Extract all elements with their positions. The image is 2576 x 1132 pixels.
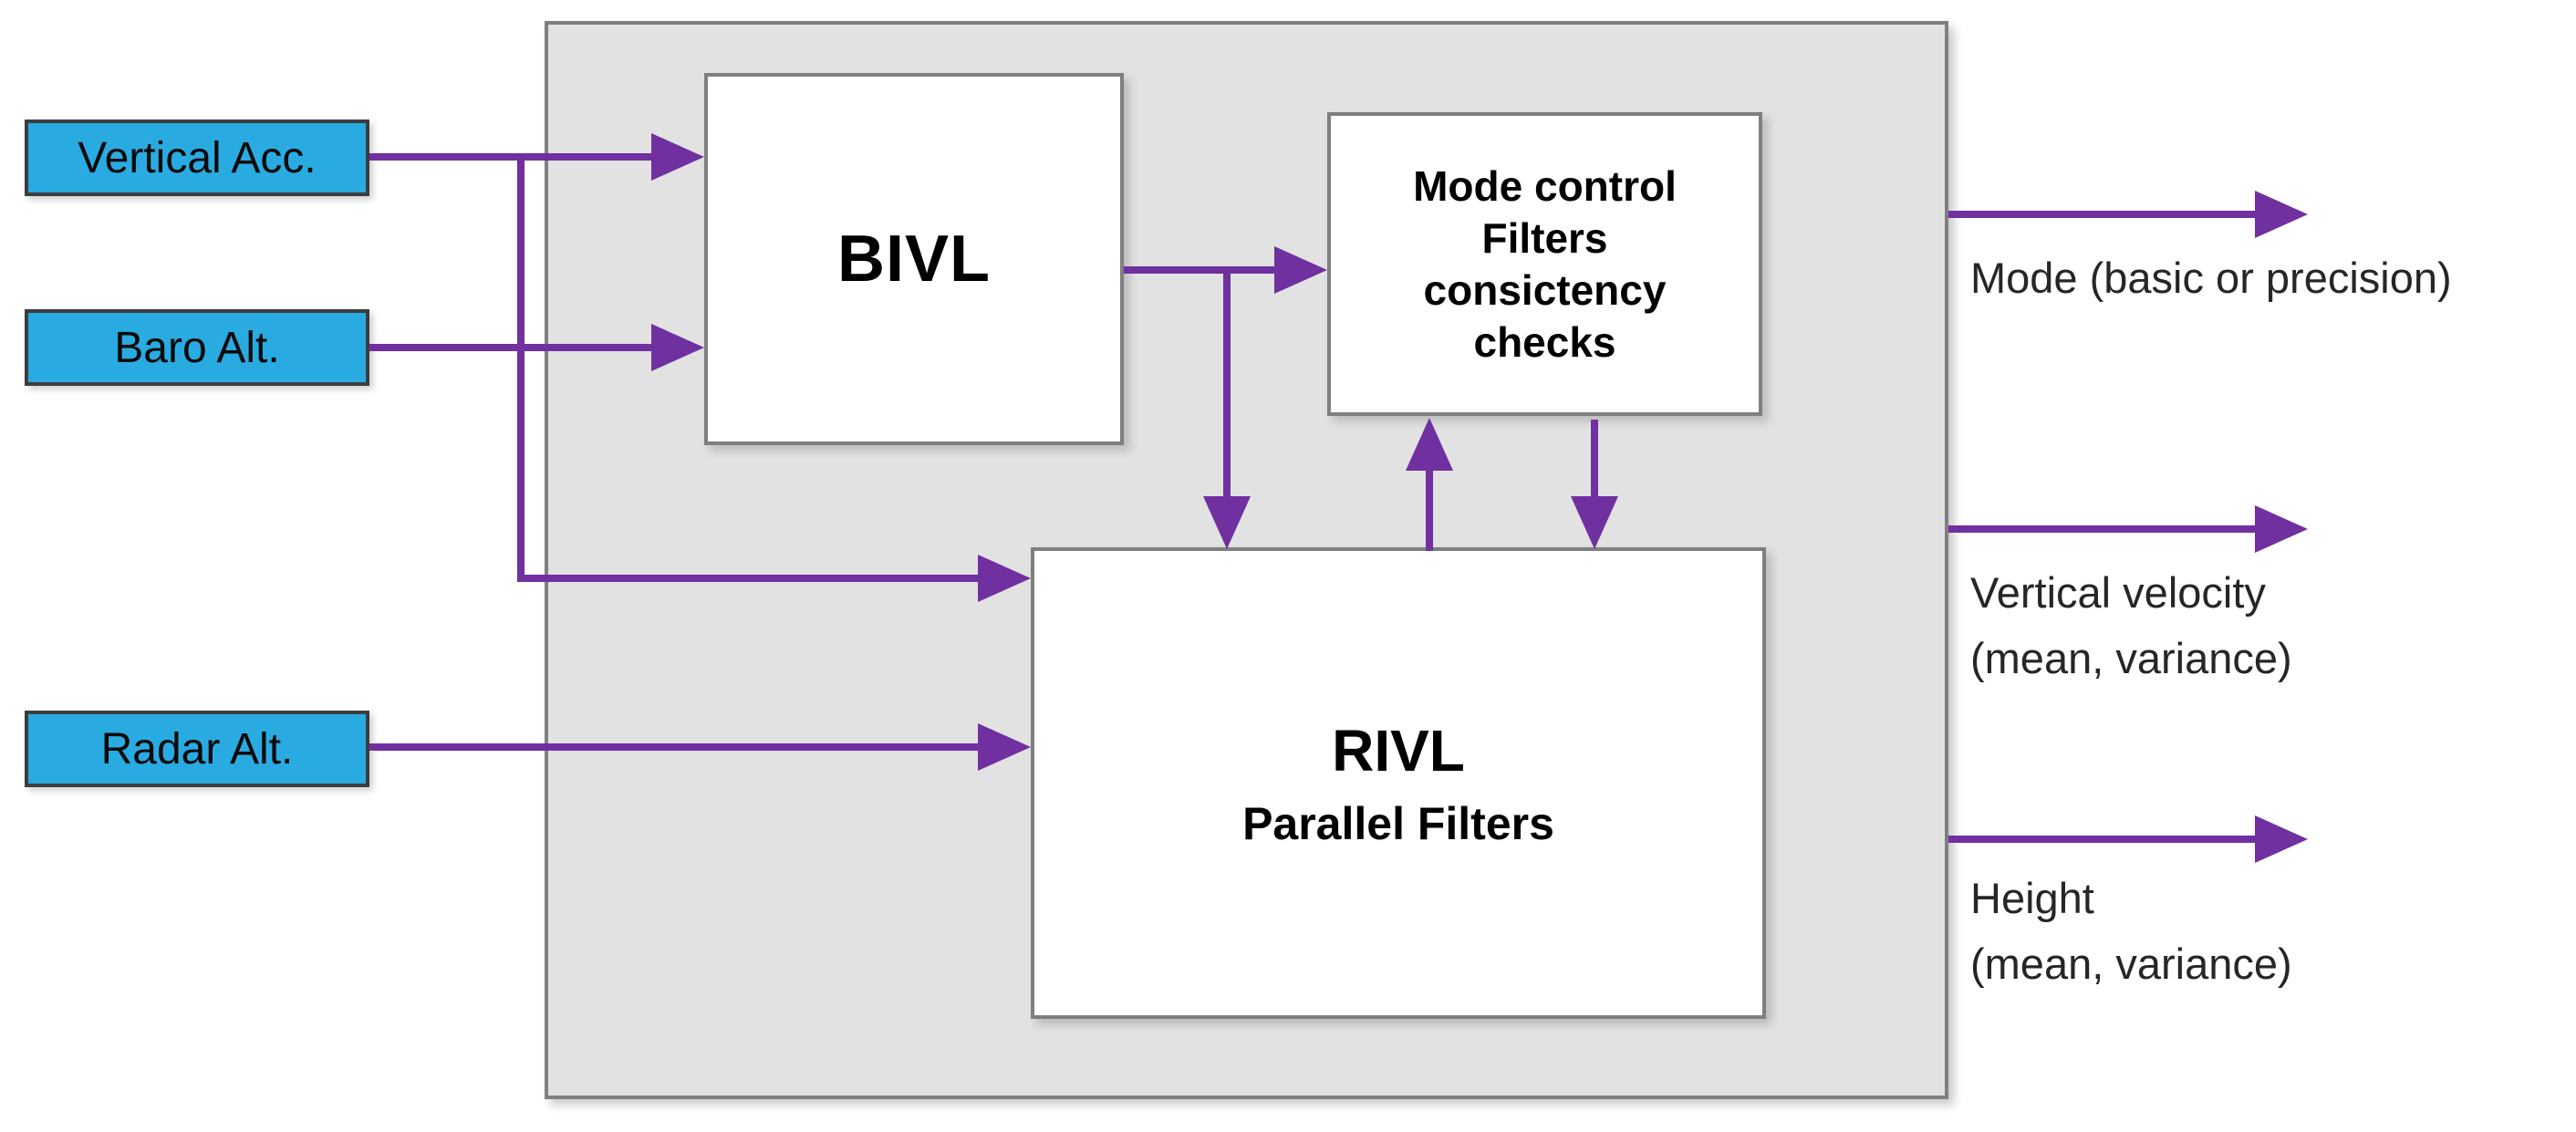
output-label-mode-line-1: Mode (basic or precision) bbox=[1970, 254, 2452, 302]
arrow-baro-alt-to-bivl-head-icon bbox=[651, 324, 704, 371]
mode-control-line-1: Mode control bbox=[1413, 161, 1677, 210]
output-label-height: Height (mean, variance) bbox=[1970, 866, 2292, 997]
arrow-bivl-branch-to-rivl-head-icon bbox=[1203, 496, 1251, 549]
arrow-mode-control-to-rivl-line bbox=[1591, 420, 1598, 498]
arrow-rivl-to-mode-control-line bbox=[1426, 469, 1433, 551]
arrow-output-mode-head-icon bbox=[2255, 191, 2308, 238]
input-label-radar-alt: Radar Alt. bbox=[100, 724, 294, 774]
input-box-vertical-acc: Vertical Acc. bbox=[25, 119, 369, 196]
mode-control-line-3: consictency bbox=[1423, 265, 1667, 314]
mode-control-line-4: checks bbox=[1473, 317, 1616, 366]
arrow-rivl-to-mode-control-head-icon bbox=[1406, 418, 1453, 471]
rivl-subtitle: Parallel Filters bbox=[1242, 797, 1554, 849]
arrow-bivl-to-mode-control-head-icon bbox=[1274, 246, 1327, 294]
arrow-vertical-acc-to-bivl-head-icon bbox=[651, 133, 704, 181]
arrow-radar-alt-to-rivl-head-icon bbox=[978, 723, 1031, 771]
arrow-mode-control-to-rivl-head-icon bbox=[1571, 496, 1618, 549]
arrow-output-height-head-icon bbox=[2255, 815, 2308, 863]
arrow-vertical-acc-branch-to-rivl-line bbox=[517, 575, 978, 582]
mode-control-block: Mode control Filters consictency checks bbox=[1327, 112, 1762, 416]
output-label-vertical-velocity-line-1: Vertical velocity bbox=[1970, 568, 2266, 617]
arrow-vertical-acc-branch-to-rivl-head-icon bbox=[978, 555, 1031, 602]
bivl-block: BIVL bbox=[704, 73, 1124, 445]
arrow-vertical-acc-branch-vertical-line bbox=[517, 153, 525, 582]
bivl-label: BIVL bbox=[836, 223, 991, 296]
arrow-output-vertical-velocity-line bbox=[1948, 525, 2255, 533]
arrow-output-height-line bbox=[1948, 836, 2255, 843]
input-box-radar-alt: Radar Alt. bbox=[25, 711, 369, 787]
output-label-height-line-2: (mean, variance) bbox=[1970, 940, 2292, 988]
output-label-vertical-velocity: Vertical velocity (mean, variance) bbox=[1970, 560, 2292, 691]
arrow-output-vertical-velocity-head-icon bbox=[2255, 505, 2308, 553]
arrow-vertical-acc-to-bivl-line bbox=[369, 153, 651, 161]
input-box-baro-alt: Baro Alt. bbox=[25, 309, 369, 386]
arrow-output-mode-line bbox=[1948, 211, 2255, 218]
arrow-bivl-to-mode-control-line bbox=[1124, 266, 1274, 274]
rivl-title: RIVL bbox=[1332, 717, 1465, 784]
arrow-baro-alt-to-bivl-line bbox=[369, 344, 651, 351]
output-label-height-line-1: Height bbox=[1970, 874, 2094, 922]
arrow-radar-alt-to-rivl-line bbox=[369, 743, 978, 751]
output-label-vertical-velocity-line-2: (mean, variance) bbox=[1970, 634, 2292, 682]
mode-control-line-2: Filters bbox=[1481, 213, 1608, 262]
input-label-baro-alt: Baro Alt. bbox=[114, 323, 280, 372]
rivl-block: RIVL Parallel Filters bbox=[1031, 547, 1766, 1019]
arrow-bivl-branch-to-rivl-line bbox=[1223, 266, 1231, 496]
input-label-vertical-acc: Vertical Acc. bbox=[78, 133, 317, 182]
output-label-mode: Mode (basic or precision) bbox=[1970, 245, 2452, 311]
